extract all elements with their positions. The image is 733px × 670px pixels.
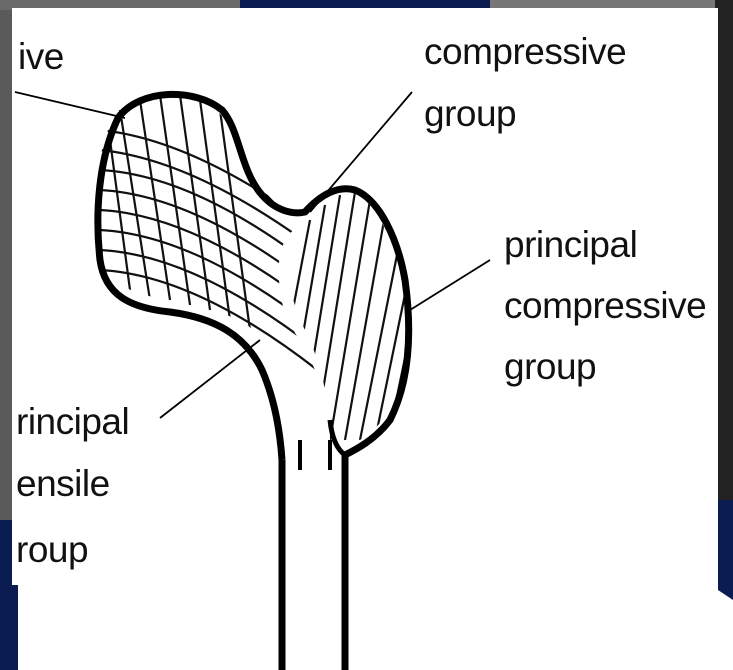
- femur-outline: [98, 94, 409, 670]
- label-principal-compressive-line3: group: [504, 345, 596, 389]
- shaft-inner: [300, 440, 330, 470]
- calcar-line: [330, 420, 345, 455]
- head-hatching: [100, 95, 330, 380]
- leader-left: [160, 340, 260, 418]
- leader-top-left: [15, 92, 125, 118]
- label-compressive-group-line2: group: [424, 92, 516, 136]
- label-top-left: ive: [18, 35, 64, 79]
- label-principal-tensile-line3: roup: [16, 528, 88, 572]
- label-principal-compressive-line2: compressive: [504, 284, 706, 328]
- label-compressive-group-line1: compressive: [424, 30, 626, 74]
- label-principal-tensile-line2: ensile: [16, 462, 110, 506]
- label-principal-compressive-line1: principal: [504, 223, 637, 267]
- leader-right: [410, 260, 490, 310]
- label-principal-tensile-line1: rincipal: [16, 400, 129, 444]
